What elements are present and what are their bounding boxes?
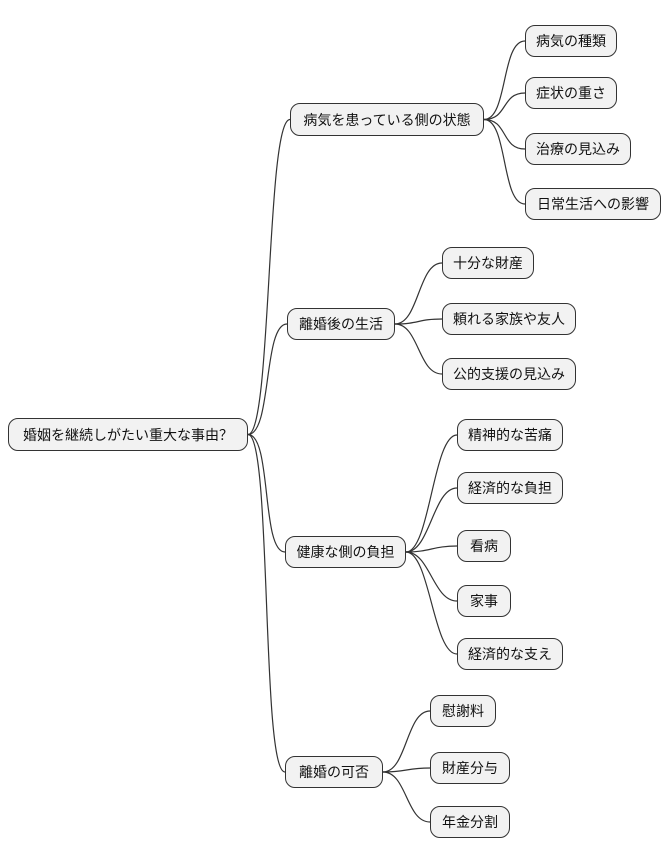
edge-branch3-leaf-2 xyxy=(405,487,458,553)
mindmap-leaf-property-division[interactable]: 財産分与 xyxy=(430,752,510,784)
mindmap-branch-sick-side-condition[interactable]: 病気を患っている側の状態 xyxy=(290,103,484,136)
mindmap-leaf-daily-life-impact[interactable]: 日常生活への影響 xyxy=(525,188,661,220)
edge-root-branch-1 xyxy=(247,118,291,436)
edge-branch4-leaf-3 xyxy=(382,771,431,823)
edge-root-branch-4 xyxy=(247,433,286,773)
edge-root-branch-2 xyxy=(247,323,288,436)
mindmap-leaf-public-support-prospect[interactable]: 公的支援の見込み xyxy=(442,358,576,390)
mindmap-leaf-consolation-money[interactable]: 慰謝料 xyxy=(430,695,496,727)
mindmap-branch-life-after-divorce[interactable]: 離婚後の生活 xyxy=(287,308,395,340)
mindmap-leaf-reliable-family-friends[interactable]: 頼れる家族や友人 xyxy=(442,303,576,335)
mindmap-leaf-economic-burden[interactable]: 経済的な負担 xyxy=(457,472,563,504)
edge-branch1-leaf-2 xyxy=(483,92,526,121)
mindmap-leaf-nursing-care[interactable]: 看病 xyxy=(457,530,511,562)
edge-branch2-leaf-2 xyxy=(394,318,443,325)
mindmap-root-node[interactable]: 婚姻を継続しがたい重大な事由？ xyxy=(8,418,248,451)
mindmap-leaf-economic-support[interactable]: 経済的な支え xyxy=(457,638,563,670)
edge-branch4-leaf-2 xyxy=(382,767,431,773)
edge-branch1-leaf-3 xyxy=(483,118,526,150)
mindmap-leaf-mental-suffering[interactable]: 精神的な苦痛 xyxy=(457,419,563,451)
mindmap-leaf-symptom-severity[interactable]: 症状の重さ xyxy=(525,77,617,109)
mindmap-leaf-treatment-prospect[interactable]: 治療の見込み xyxy=(525,133,631,165)
edge-branch3-leaf-1 xyxy=(405,434,458,553)
edge-branch4-leaf-1 xyxy=(382,710,431,773)
mindmap-branch-divorce-possibility[interactable]: 離婚の可否 xyxy=(285,756,383,788)
edge-root-branch-3 xyxy=(247,433,286,553)
mindmap-leaf-illness-type[interactable]: 病気の種類 xyxy=(525,25,617,57)
mindmap-branch-healthy-side-burden[interactable]: 健康な側の負担 xyxy=(285,536,406,568)
mindmap-leaf-housework[interactable]: 家事 xyxy=(457,585,511,617)
edge-branch3-leaf-3 xyxy=(405,545,458,553)
edge-branch1-leaf-4 xyxy=(483,118,526,205)
edge-branch2-leaf-3 xyxy=(394,323,443,375)
edge-branch1-leaf-1 xyxy=(483,40,526,121)
edge-branch2-leaf-1 xyxy=(394,262,443,325)
edge-branch3-leaf-4 xyxy=(405,551,458,602)
edge-branch3-leaf-5 xyxy=(405,551,458,655)
mindmap-leaf-pension-division[interactable]: 年金分割 xyxy=(430,806,510,838)
mindmap-leaf-sufficient-assets[interactable]: 十分な財産 xyxy=(442,247,534,279)
